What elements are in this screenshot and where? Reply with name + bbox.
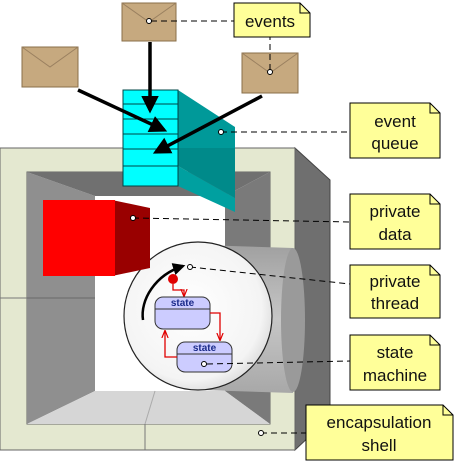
envelope-top xyxy=(121,2,177,42)
state-machine: state state xyxy=(141,263,233,373)
note-event-queue-line-1: event xyxy=(374,112,416,131)
state-box-top: state xyxy=(154,296,211,330)
note-event-queue-line-2: queue xyxy=(371,134,418,153)
thread-rotation-arrow xyxy=(141,263,186,321)
note-state-machine: state machine xyxy=(349,334,441,391)
state-label-bottom: state xyxy=(193,343,217,354)
callout-anchors xyxy=(130,129,264,436)
note-encapsulation-shell-line-1: encapsulation xyxy=(327,413,432,432)
note-private-data-line-2: data xyxy=(378,225,412,244)
note-private-thread: private thread xyxy=(349,264,441,319)
state-box-bottom: state xyxy=(176,341,233,373)
shell-inner-floor xyxy=(27,391,270,424)
envelope-left xyxy=(21,46,79,88)
private-data-box xyxy=(43,200,150,276)
note-private-data-line-1: private xyxy=(369,202,420,221)
note-private-thread-line-2: thread xyxy=(371,294,419,313)
transition-top-to-bottom xyxy=(210,312,220,340)
note-private-data: private data xyxy=(349,193,441,250)
note-encapsulation-shell-line-2: shell xyxy=(362,436,397,455)
event-arrow-left xyxy=(77,88,168,133)
note-events-label: events xyxy=(245,12,295,31)
note-state-machine-line-2: machine xyxy=(363,366,427,385)
state-label-top: state xyxy=(171,298,195,309)
note-private-thread-line-1: private xyxy=(369,272,420,291)
transition-bottom-to-top xyxy=(165,331,177,358)
note-events: events xyxy=(233,2,311,38)
callout-leaders xyxy=(132,20,351,434)
note-event-queue: event queue xyxy=(349,102,441,159)
note-state-machine-line-1: state xyxy=(377,343,414,362)
event-queue-side xyxy=(178,90,235,148)
event-arrow-right xyxy=(152,94,263,154)
event-queue-bottom xyxy=(178,166,235,212)
initial-state-dot xyxy=(168,274,178,284)
note-encapsulation-shell: encapsulation shell xyxy=(305,404,454,461)
